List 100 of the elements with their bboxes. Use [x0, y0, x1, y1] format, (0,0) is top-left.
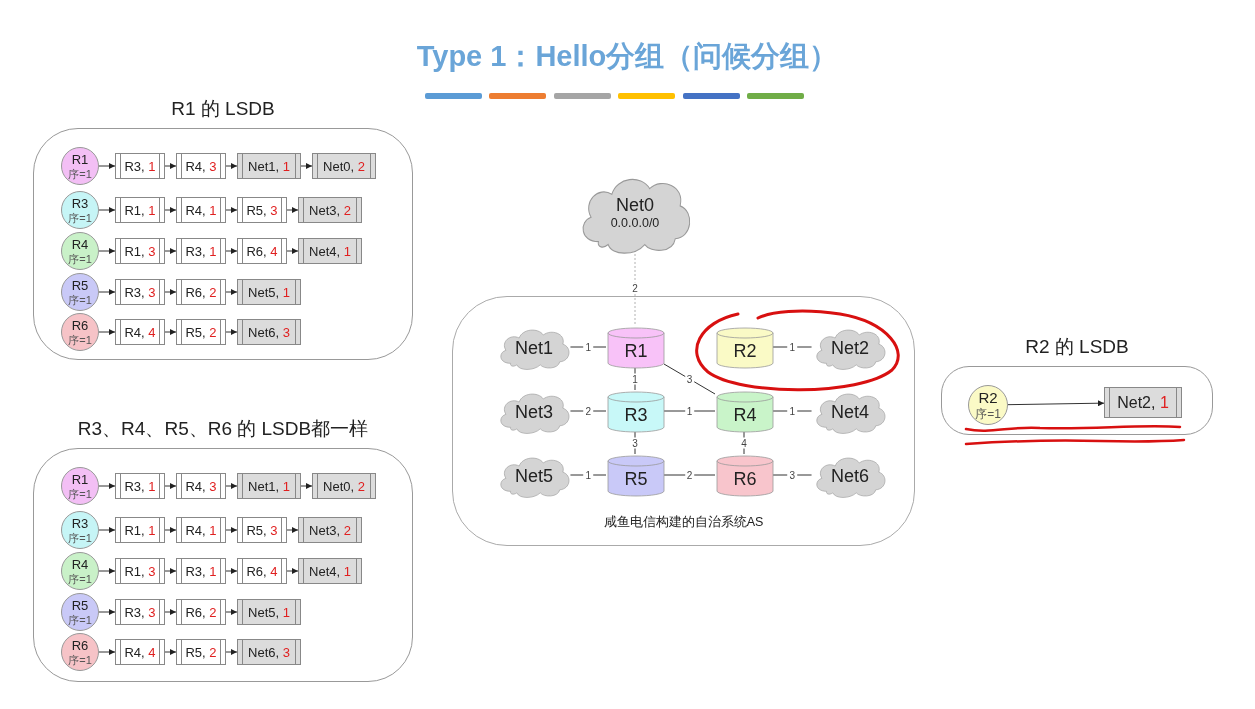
router-circle: R5 序=1	[61, 273, 99, 311]
lsdb-entry: Net2, 1	[1104, 387, 1182, 418]
edge-label: 3	[684, 373, 695, 385]
arrow	[164, 568, 177, 574]
link-line	[569, 474, 607, 476]
arrow	[98, 329, 116, 335]
lsdb-entry: Net4, 1	[298, 238, 362, 264]
slide-title: Type 1：Hello分组（问候分组）	[415, 39, 840, 74]
edge-label: 3	[630, 437, 640, 449]
lsdb-entry: Net3, 2	[298, 517, 362, 543]
link-line	[663, 363, 716, 395]
edge-label: 2	[583, 405, 593, 417]
arrow	[164, 609, 177, 615]
router-circle: R3 序=1	[61, 511, 99, 549]
arrow	[225, 649, 238, 655]
lsdb-entry: Net0, 2	[312, 153, 376, 179]
arrow	[286, 248, 299, 254]
arrow	[1007, 400, 1105, 407]
lsdb-entry: R3, 1	[115, 473, 165, 499]
arrow	[98, 568, 116, 574]
lsdb-entry: R3, 3	[115, 599, 165, 625]
lsdb-entry: Net6, 3	[237, 319, 301, 345]
edge-label: 1	[630, 373, 640, 385]
link-line	[772, 410, 813, 412]
link-line	[772, 474, 813, 476]
edge-label: 1	[787, 405, 798, 417]
router-circle: R6 序=1	[61, 633, 99, 671]
arrow	[98, 609, 116, 615]
link-line	[663, 410, 716, 412]
lsdb-entry: R1, 3	[115, 238, 165, 264]
panel-heading: R1 的 LSDB	[170, 97, 276, 121]
arrow	[164, 248, 177, 254]
arrow	[225, 289, 238, 295]
link-line	[663, 474, 716, 476]
arrow	[300, 163, 313, 169]
arrow	[98, 207, 116, 213]
link-line	[772, 346, 813, 348]
arrow	[286, 568, 299, 574]
router-circle: R2 序=1	[968, 385, 1008, 425]
router-circle: R5 序=1	[61, 593, 99, 631]
arrow	[225, 527, 238, 533]
lsdb-entry: R1, 1	[115, 517, 165, 543]
edge-label: 1	[787, 341, 798, 353]
lsdb-entry: Net4, 1	[298, 558, 362, 584]
lsdb-entry: R1, 1	[115, 197, 165, 223]
edge-label: 2	[684, 469, 695, 481]
arrow	[98, 289, 116, 295]
panel-heading: R2 的 LSDB	[1024, 335, 1130, 359]
edge-label: 1	[583, 341, 593, 353]
arrow	[164, 329, 177, 335]
arrow	[225, 248, 238, 254]
as-panel	[452, 296, 915, 546]
edge-label: 1	[583, 469, 593, 481]
link-line	[569, 346, 607, 348]
lsdb-entry: R3, 1	[176, 238, 226, 264]
lsdb-entry: Net1, 1	[237, 473, 301, 499]
lsdb-entry: R3, 1	[176, 558, 226, 584]
arrow	[98, 163, 116, 169]
lsdb-entry: R4, 4	[115, 639, 165, 665]
arrow	[98, 527, 116, 533]
panel-heading: R3、R4、R5、R6 的 LSDB都一样	[76, 417, 370, 441]
lsdb-entry: R3, 1	[115, 153, 165, 179]
lsdb-entry: R6, 4	[237, 238, 287, 264]
arrow	[300, 483, 313, 489]
arrow	[225, 163, 238, 169]
lsdb-entry: Net5, 1	[237, 599, 301, 625]
arrow	[286, 527, 299, 533]
lsdb-entry: R4, 1	[176, 517, 226, 543]
lsdb-entry: R5, 2	[176, 319, 226, 345]
lsdb-entry: R4, 1	[176, 197, 226, 223]
lsdb-entry: R4, 4	[115, 319, 165, 345]
arrow	[164, 207, 177, 213]
arrow	[98, 649, 116, 655]
lsdb-entry: Net6, 3	[237, 639, 301, 665]
arrow	[164, 163, 177, 169]
lsdb-entry: Net0, 2	[312, 473, 376, 499]
arrow	[164, 527, 177, 533]
arrow	[225, 329, 238, 335]
arrow	[98, 248, 116, 254]
lsdb-entry: Net5, 1	[237, 279, 301, 305]
router-circle: R1 序=1	[61, 467, 99, 505]
arrow	[225, 207, 238, 213]
arrow	[164, 649, 177, 655]
panel-caption: 咸鱼电信构建的自治系统AS	[602, 514, 765, 531]
arrow	[225, 483, 238, 489]
router-circle: R4 序=1	[61, 232, 99, 270]
arrow	[286, 207, 299, 213]
arrow	[225, 568, 238, 574]
lsdb-entry: R4, 3	[176, 473, 226, 499]
router-circle: R4 序=1	[61, 552, 99, 590]
lsdb-entry: Net1, 1	[237, 153, 301, 179]
edge-label: 1	[684, 405, 695, 417]
link-line	[569, 410, 607, 412]
lsdb-entry: R5, 3	[237, 517, 287, 543]
router-circle: R3 序=1	[61, 191, 99, 229]
router-circle: R6 序=1	[61, 313, 99, 351]
edge-label: 4	[739, 437, 749, 449]
edge-label: 3	[787, 469, 798, 481]
arrow	[164, 483, 177, 489]
lsdb-entry: R5, 3	[237, 197, 287, 223]
